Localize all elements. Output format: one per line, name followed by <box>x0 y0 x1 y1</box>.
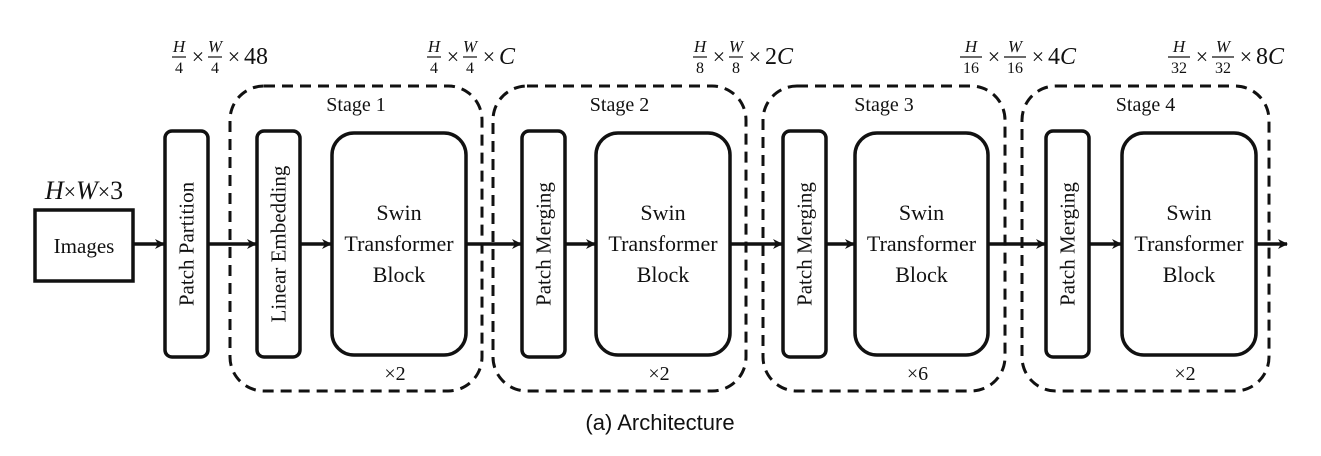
stage-1-title: Stage 1 <box>326 94 385 116</box>
stage-4-container <box>1020 84 1271 393</box>
stage-3-container <box>761 84 1007 393</box>
width-denominator: 4 <box>211 60 219 77</box>
width-numerator: W <box>1008 37 1024 56</box>
channels: 4C <box>1048 44 1077 70</box>
width-numerator: W <box>463 37 479 56</box>
times-sign: × <box>988 44 1000 69</box>
height-denominator: 4 <box>430 60 438 77</box>
stage-2-swin-label-line: Swin <box>640 200 685 225</box>
patch-partition-output-shape: H4×W4×48 <box>172 37 268 77</box>
stage-1-repeat-count: ×2 <box>384 363 405 385</box>
stage-3-title: Stage 3 <box>854 94 913 116</box>
stage-1-swin-label-line: Block <box>373 262 426 287</box>
width-denominator: 8 <box>732 60 740 77</box>
stage-4-repeat-count: ×2 <box>1174 363 1195 385</box>
channels: 48 <box>244 44 268 70</box>
times-sign: × <box>192 44 204 69</box>
times-sign: × <box>1196 44 1208 69</box>
stage-4-swin-label-line: Block <box>1163 262 1216 287</box>
width-numerator: W <box>729 37 745 56</box>
stages-layer: Stage 1 ×2 Stage 2 ×2 Stage 3 ×6 Stage 4 ×2 <box>228 84 1271 393</box>
stage-3-repeat-count: ×6 <box>907 363 928 385</box>
channels: C <box>499 44 516 70</box>
input-shape-label: H×W×3 <box>44 176 123 205</box>
stage-3-swin-label-line: Swin <box>899 200 944 225</box>
stage-1-swin-label-line: Swin <box>376 200 421 225</box>
stage-2-repeat-count: ×2 <box>648 363 669 385</box>
height-numerator: H <box>172 37 187 56</box>
height-numerator: H <box>964 37 979 56</box>
height-denominator: 4 <box>175 60 183 77</box>
times-sign: × <box>1032 44 1044 69</box>
stage-4-swin-label-line: Swin <box>1166 200 1211 225</box>
patch-merging-2-label: Patch Merging <box>532 182 556 306</box>
stage-2-container <box>491 84 748 393</box>
stage-3-swin-label-line: Transformer <box>867 231 977 256</box>
patch-merging-3-label: Patch Merging <box>793 182 817 306</box>
stage-2-output-shape: H8×W8×2C <box>693 37 794 77</box>
stage-2-swin-label-line: Block <box>637 262 690 287</box>
times-sign: × <box>713 44 725 69</box>
stage-1-container <box>228 84 484 393</box>
linear-embedding-1-label: Linear Embedding <box>267 165 291 322</box>
channels: 2C <box>765 44 794 70</box>
patch-merging-4-label: Patch Merging <box>1056 182 1080 306</box>
times-sign: × <box>1240 44 1252 69</box>
stage-1-swin-label-line: Transformer <box>344 231 454 256</box>
patch-partition-label: Patch Partition <box>175 181 199 306</box>
times-sign: × <box>749 44 761 69</box>
height-numerator: H <box>1172 37 1187 56</box>
stage-2-swin-label-line: Transformer <box>608 231 718 256</box>
width-numerator: W <box>1216 37 1232 56</box>
images-label: Images <box>54 234 115 258</box>
height-denominator: 16 <box>963 60 979 77</box>
stage-4-output-shape: H32×W32×8C <box>1168 37 1285 77</box>
stage-4-title: Stage 4 <box>1116 94 1175 116</box>
stage-1-output-shape: H4×W4×C <box>427 37 516 77</box>
times-sign: × <box>483 44 495 69</box>
width-denominator: 32 <box>1215 60 1231 77</box>
stage-3-output-shape: H16×W16×4C <box>960 37 1077 77</box>
stage-4-swin-label-line: Transformer <box>1134 231 1244 256</box>
height-denominator: 8 <box>696 60 704 77</box>
height-numerator: H <box>427 37 442 56</box>
channels: 8C <box>1256 44 1285 70</box>
stage-3-swin-label-line: Block <box>895 262 948 287</box>
height-denominator: 32 <box>1171 60 1187 77</box>
times-sign: × <box>228 44 240 69</box>
width-numerator: W <box>208 37 224 56</box>
height-numerator: H <box>693 37 708 56</box>
width-denominator: 4 <box>466 60 474 77</box>
stage-2-title: Stage 2 <box>590 94 649 116</box>
times-sign: × <box>447 44 459 69</box>
width-denominator: 16 <box>1007 60 1023 77</box>
figure-caption: (a) Architecture <box>585 410 734 435</box>
